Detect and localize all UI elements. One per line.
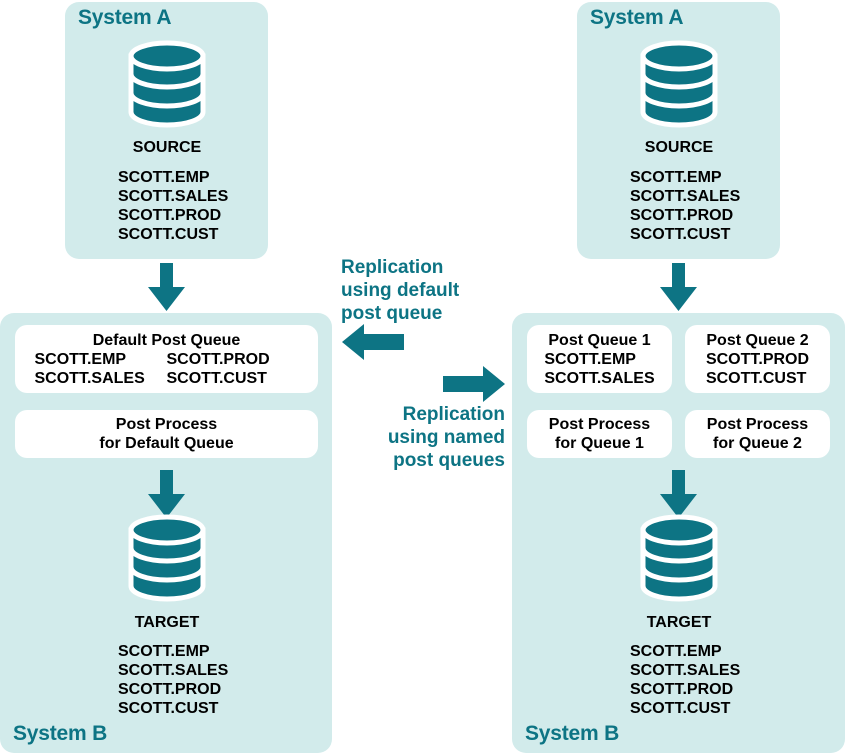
table-name: SCOTT.PROD	[118, 207, 222, 224]
process-box-line2: for Queue 2	[713, 435, 802, 452]
caption-line: using named	[387, 427, 505, 448]
post-process-queue-2-box: Post Process for Queue 2	[685, 410, 830, 458]
table-name: SCOTT.SALES	[630, 662, 741, 679]
left-target-table-list: SCOTT.EMP SCOTT.SALES SCOTT.PROD SCOTT.C…	[118, 642, 228, 718]
table-name: SCOTT.PROD	[705, 350, 810, 368]
process-box-line1: Post Process	[548, 416, 651, 433]
table-name: SCOTT.SALES	[118, 662, 229, 679]
process-box-line1: Post Process	[115, 416, 218, 433]
caption-line: post queue	[341, 303, 443, 324]
database-cylinder-icon	[126, 512, 208, 604]
queue-box-header: Post Queue 1	[548, 331, 651, 349]
left-target-title: TARGET	[134, 614, 200, 631]
database-cylinder-icon	[638, 38, 720, 130]
caption-line: Replication	[341, 257, 444, 278]
table-name: SCOTT.EMP	[544, 350, 636, 368]
arrow-right-icon	[443, 366, 505, 402]
table-name: SCOTT.SALES	[630, 188, 741, 205]
right-target-table-list: SCOTT.EMP SCOTT.SALES SCOTT.PROD SCOTT.C…	[630, 642, 740, 718]
table-name: SCOTT.CUST	[166, 369, 267, 387]
table-name: SCOTT.CUST	[705, 369, 807, 387]
arrow-down-icon	[148, 263, 185, 311]
queue-box-row: SCOTT.EMP SCOTT.PROD	[35, 350, 299, 369]
table-name: SCOTT.SALES	[34, 369, 145, 387]
caption-line: post queues	[393, 450, 505, 471]
default-post-queue-box: Default Post Queue SCOTT.EMP SCOTT.PROD …	[15, 325, 318, 393]
table-name: SCOTT.EMP	[118, 169, 210, 186]
table-name: SCOTT.CUST	[118, 700, 219, 717]
post-queue-2-box: Post Queue 2 SCOTT.PROD SCOTT.CUST	[685, 325, 830, 393]
queue-box-row: SCOTT.SALES SCOTT.CUST	[35, 369, 299, 388]
table-name: SCOTT.CUST	[630, 700, 731, 717]
table-name: SCOTT.EMP	[34, 350, 127, 368]
default-post-process-box: Post Process for Default Queue	[15, 410, 318, 458]
caption-replication-default: Replication using default post queue	[341, 256, 459, 325]
queue-box-header: Default Post Queue	[92, 331, 241, 349]
right-source-table-list: SCOTT.EMP SCOTT.SALES SCOTT.PROD SCOTT.C…	[630, 168, 740, 244]
table-name: SCOTT.EMP	[630, 643, 722, 660]
arrow-down-icon	[660, 263, 697, 311]
right-system-b-label: System B	[525, 722, 620, 745]
post-queue-1-box: Post Queue 1 SCOTT.EMP SCOTT.SALES	[527, 325, 672, 393]
table-name: SCOTT.PROD	[630, 207, 734, 224]
table-name: SCOTT.PROD	[630, 681, 734, 698]
arrow-left-icon	[342, 324, 404, 360]
database-cylinder-icon	[126, 38, 208, 130]
table-name: SCOTT.EMP	[630, 169, 722, 186]
table-name: SCOTT.SALES	[118, 188, 229, 205]
post-process-queue-1-box: Post Process for Queue 1	[527, 410, 672, 458]
table-name: SCOTT.PROD	[166, 350, 270, 368]
queue-box-tables: SCOTT.EMP SCOTT.SALES	[544, 350, 654, 388]
process-box-line2: for Default Queue	[99, 435, 234, 452]
database-cylinder-icon	[638, 512, 720, 604]
arrow-down-icon	[148, 470, 185, 518]
right-system-a-label: System A	[590, 6, 684, 29]
process-box-line1: Post Process	[706, 416, 809, 433]
left-source-title: SOURCE	[132, 139, 202, 156]
queue-box-tables: SCOTT.PROD SCOTT.CUST	[706, 350, 809, 388]
caption-line: Replication	[402, 404, 505, 425]
left-source-table-list: SCOTT.EMP SCOTT.SALES SCOTT.PROD SCOTT.C…	[118, 168, 228, 244]
caption-line: using default	[341, 280, 460, 301]
caption-replication-named: Replication using named post queues	[332, 403, 505, 472]
table-name: SCOTT.CUST	[118, 226, 219, 243]
left-system-b-label: System B	[13, 722, 108, 745]
process-box-line2: for Queue 1	[555, 435, 644, 452]
left-system-a-label: System A	[78, 6, 172, 29]
right-target-title: TARGET	[646, 614, 712, 631]
table-name: SCOTT.PROD	[118, 681, 222, 698]
queue-box-header: Post Queue 2	[706, 331, 809, 349]
table-name: SCOTT.SALES	[544, 369, 655, 387]
table-name: SCOTT.EMP	[118, 643, 210, 660]
right-source-title: SOURCE	[644, 139, 714, 156]
arrow-down-icon	[660, 470, 697, 518]
table-name: SCOTT.CUST	[630, 226, 731, 243]
